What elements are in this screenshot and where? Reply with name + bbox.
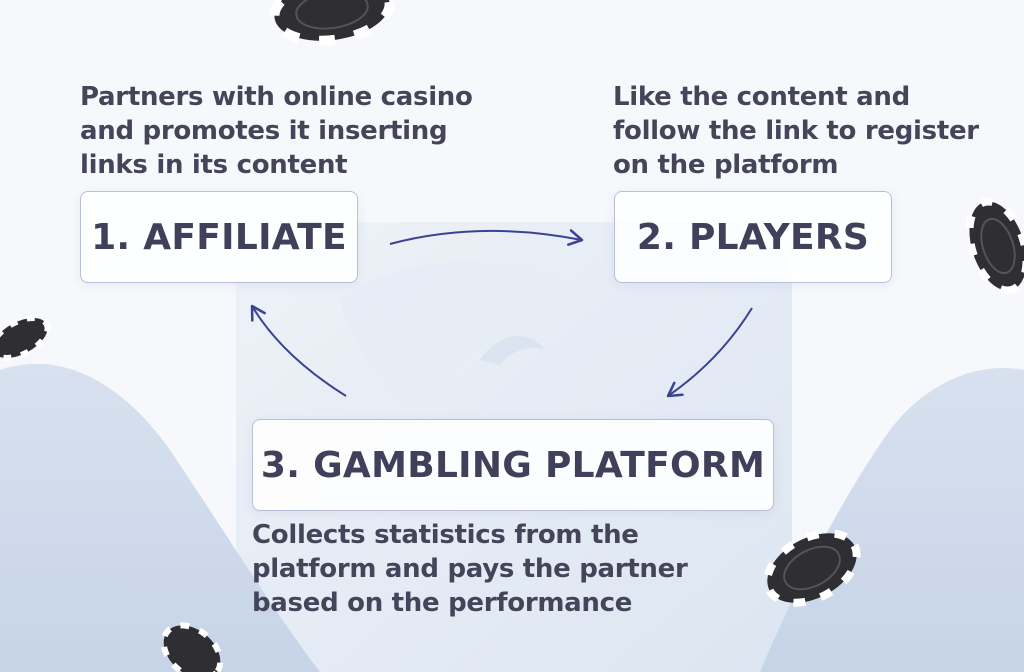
players-label: 2. PLAYERS [636,216,870,258]
gambling-platform-description: Collects statistics from the platform an… [252,518,688,620]
arrow-platform-to-affiliate [250,304,347,397]
affiliate-description-line: Partners with online casino [80,82,473,112]
affiliate-description: Partners with online casino and promotes… [80,80,473,182]
affiliate-description-line: links in its content [80,150,348,180]
affiliate-description-line: and promotes it inserting [80,116,448,146]
players-description: Like the content and follow the link to … [613,80,979,182]
casino-chip-icon [160,622,224,672]
gambling-platform-box: 3. GAMBLING PLATFORM [252,419,774,511]
arrow-affiliate-to-players [389,229,584,246]
arrow-players-to-platform [666,307,753,398]
gambling-platform-label: 3. GAMBLING PLATFORM [260,444,766,486]
players-box: 2. PLAYERS [614,191,892,283]
phone-screen-highlight [340,261,640,420]
affiliate-box: 1. AFFILIATE [80,191,358,283]
players-description-line: follow the link to register [613,116,979,146]
gambling-platform-description-line: based on the performance [252,588,633,618]
players-description-line: on the platform [613,150,839,180]
casino-chip-icon [0,315,51,361]
hand-left-shape [0,363,320,672]
casino-chip-icon [763,529,861,607]
affiliate-label: 1. AFFILIATE [91,216,347,258]
gambling-platform-description-line: Collects statistics from the [252,520,639,550]
casino-chip-icon [965,197,1024,295]
players-description-line: Like the content and [613,82,910,112]
thumb-shape [480,336,545,365]
casino-chip-icon [269,0,395,46]
gambling-platform-description-line: platform and pays the partner [252,554,688,584]
